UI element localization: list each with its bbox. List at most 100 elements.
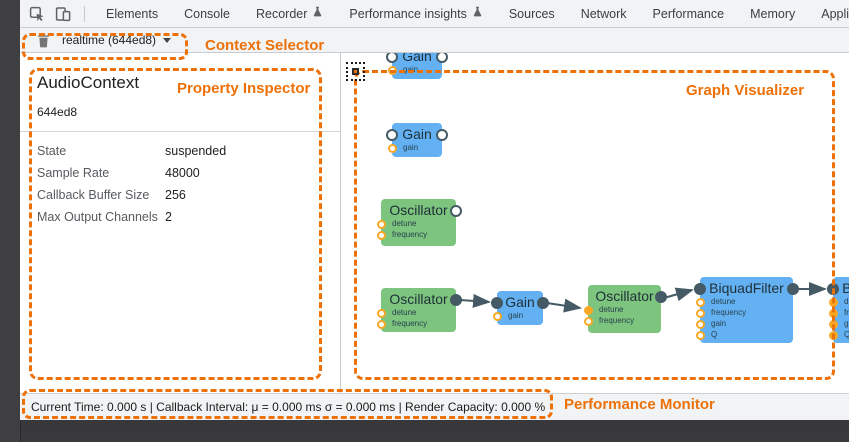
inspector-divider: [20, 131, 340, 132]
trash-icon[interactable]: [34, 31, 52, 49]
param-port-q[interactable]: [829, 330, 838, 340]
property-label: Max Output Channels: [37, 210, 158, 224]
dropdown-caret-icon: [163, 37, 172, 43]
param-row-frequency: frequency: [829, 308, 849, 318]
selection-marker-icon: [346, 62, 365, 81]
tab-label: Recorder: [255, 6, 308, 21]
node-title: Gain: [402, 126, 432, 142]
edge-oscillator-3-to-biquadfilter-1: [663, 287, 694, 302]
param-port-detune[interactable]: [584, 305, 593, 315]
param-port-gain[interactable]: [493, 311, 502, 321]
param-row-gain: gain: [829, 319, 849, 329]
param-port-frequency[interactable]: [829, 308, 838, 318]
context-selector-toolbar: realtime (644ed8): [20, 28, 849, 53]
output-port[interactable]: [436, 53, 448, 63]
property-value: suspended: [165, 144, 227, 158]
node-title: Oscillator: [389, 202, 448, 218]
property-row-max-output-channels: Max Output Channels 2: [20, 206, 340, 228]
tab-console[interactable]: Console: [171, 0, 243, 27]
input-port[interactable]: [386, 129, 398, 141]
output-port[interactable]: [450, 294, 462, 306]
context-type-title: AudioContext: [37, 73, 140, 92]
output-port[interactable]: [436, 129, 448, 141]
param-port-gain[interactable]: [388, 143, 397, 153]
tab-label: Console: [184, 6, 230, 21]
input-port[interactable]: [491, 297, 503, 309]
node-title: Oscillator: [595, 288, 654, 304]
param-port-frequency[interactable]: [377, 319, 386, 329]
param-row-detune: detune: [377, 219, 456, 229]
node-title: Gain: [402, 53, 432, 64]
property-label: Callback Buffer Size: [37, 188, 150, 202]
param-label: detune: [392, 219, 417, 228]
input-port[interactable]: [694, 283, 706, 295]
param-label: gain: [403, 65, 419, 74]
tab-label: Memory: [750, 6, 796, 21]
tab-elements[interactable]: Elements: [93, 0, 171, 27]
param-row-gain: gain: [388, 65, 442, 75]
param-port-frequency[interactable]: [584, 316, 593, 326]
tab-label: Sources: [508, 6, 555, 21]
param-port-detune[interactable]: [377, 219, 386, 229]
param-label: Q: [844, 330, 849, 339]
param-label: detune: [392, 308, 417, 317]
tabbar-icon-group: [20, 5, 93, 23]
param-port-q[interactable]: [696, 330, 705, 340]
param-row-detune: detune: [829, 297, 849, 307]
inspect-icon[interactable]: [28, 5, 46, 23]
tab-performance[interactable]: Performance: [640, 0, 738, 27]
param-port-detune[interactable]: [829, 297, 838, 307]
context-selector-dropdown[interactable]: realtime (644ed8): [62, 33, 172, 47]
param-port-detune[interactable]: [377, 308, 386, 318]
param-label: Q: [711, 330, 718, 339]
performance-monitor-bar: Current Time: 0.000 s | Callback Interva…: [20, 393, 849, 420]
param-row-gain: gain: [696, 319, 793, 329]
tab-label: Performance: [652, 6, 725, 21]
device-toolbar-icon[interactable]: [54, 5, 72, 23]
param-port-frequency[interactable]: [696, 308, 705, 318]
param-port-gain[interactable]: [696, 319, 705, 329]
param-label: gain: [508, 311, 524, 320]
param-label: frequency: [392, 319, 428, 328]
param-port-frequency[interactable]: [377, 230, 386, 240]
tab-recorder[interactable]: Recorder: [243, 0, 336, 27]
experiment-flask-icon: [312, 6, 323, 21]
param-label: frequency: [844, 308, 849, 317]
tab-application[interactable]: Application: [808, 0, 849, 27]
tab-performance-insights[interactable]: Performance insights: [336, 0, 495, 27]
property-label: Sample Rate: [37, 166, 110, 180]
tab-network[interactable]: Network: [568, 0, 640, 27]
param-port-detune[interactable]: [696, 297, 705, 307]
tab-memory[interactable]: Memory: [737, 0, 808, 27]
property-value: 2: [165, 210, 172, 224]
node-title: Oscillator: [389, 291, 448, 307]
param-row-frequency: frequency: [377, 230, 456, 240]
param-port-gain[interactable]: [829, 319, 838, 329]
input-port[interactable]: [386, 53, 398, 63]
param-port-gain[interactable]: [388, 65, 397, 75]
param-row-frequency: frequency: [377, 319, 456, 329]
edge-oscillator-2-to-gain-3: [459, 293, 491, 308]
param-label: gain: [844, 319, 849, 328]
output-port[interactable]: [450, 205, 462, 217]
input-port[interactable]: [827, 283, 839, 295]
tab-sources[interactable]: Sources: [496, 0, 568, 27]
param-label: frequency: [599, 316, 635, 325]
output-port[interactable]: [537, 297, 549, 309]
context-id: 644ed8: [37, 105, 78, 119]
output-port[interactable]: [787, 283, 799, 295]
output-port[interactable]: [655, 291, 667, 303]
selection-marker-dot: [354, 70, 357, 73]
